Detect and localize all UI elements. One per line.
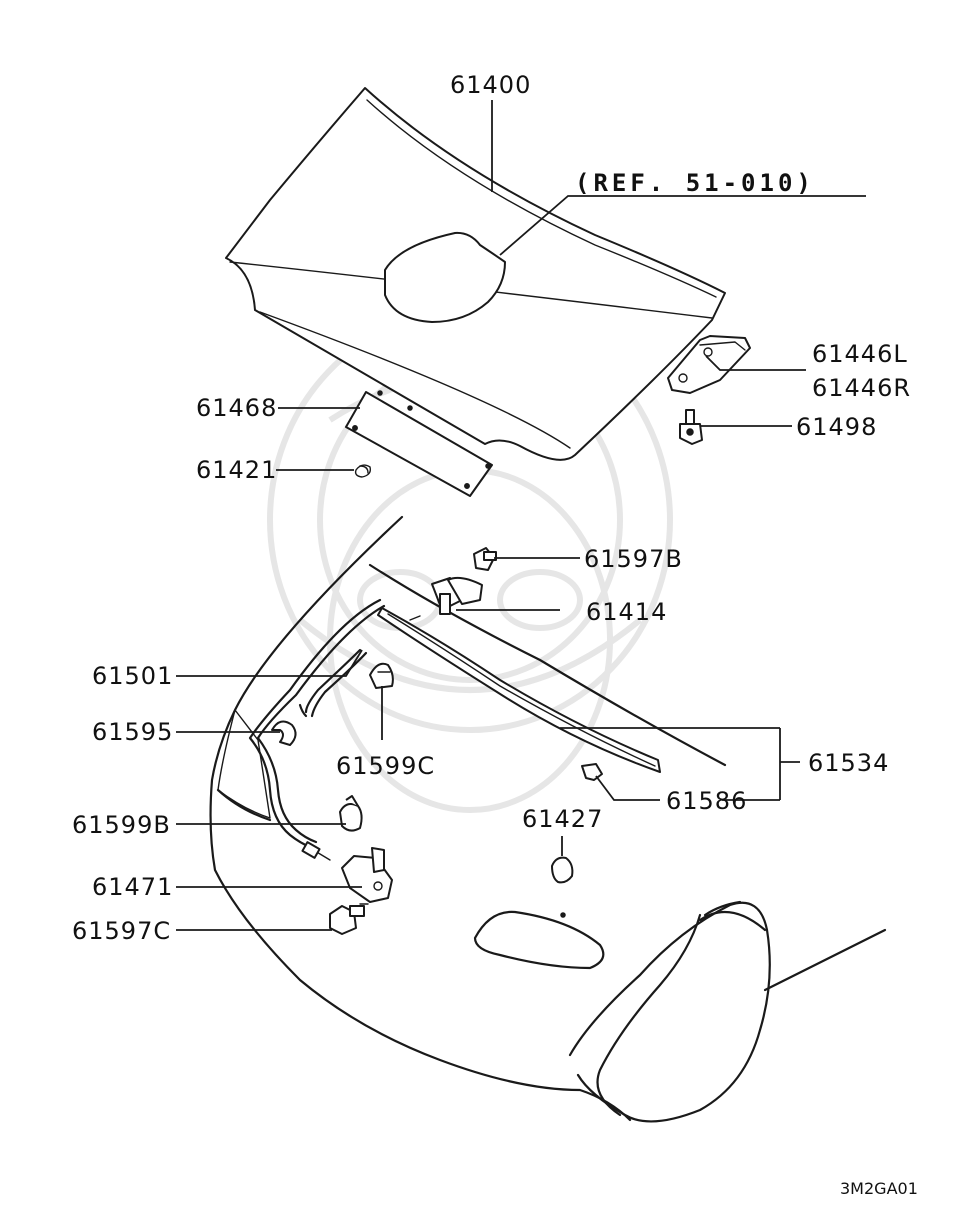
hood-lock [341,847,393,903]
label-61534: 61534 [808,749,889,777]
clip-61595 [271,720,297,746]
clip-61421 [354,464,372,478]
car-body [209,515,887,1123]
hood-release-cable [248,598,386,861]
label-61471: 61471 [92,873,173,901]
label-61498: 61498 [796,413,877,441]
bolt-61597C [329,903,369,935]
reference-label: (REF. 51-010) [575,169,815,197]
clip-61586 [581,763,603,781]
label-61414: 61414 [586,598,667,626]
label-61468: 61468 [196,394,277,422]
drawing-code: 3M2GA01 [840,1179,918,1198]
label-61400: 61400 [450,71,531,99]
grommet-61599B [339,795,363,832]
hinge-bolt [679,409,703,445]
hood-weatherstrip [377,607,661,773]
label-61599B: 61599B [72,811,171,839]
label-61595: 61595 [92,718,173,746]
label-61599C: 61599C [336,752,435,780]
leader-lines [176,100,866,931]
grommet-61599C [369,662,394,689]
cap-61427 [551,856,574,884]
label-61501: 61501 [92,662,173,690]
hood-panel [225,87,726,461]
label-61597B: 61597B [584,545,683,573]
bolt-61597B [473,547,497,571]
label-61446R: 61446R [812,374,911,402]
label-61446L: 61446L [812,340,908,368]
label-61597C: 61597C [72,917,171,945]
label-61586: 61586 [666,787,747,815]
hood-insulator [345,391,493,497]
label-61421: 61421 [196,456,277,484]
hood-hinge [667,335,751,394]
label-61427: 61427 [522,805,603,833]
hood-lock-striker [431,576,483,615]
